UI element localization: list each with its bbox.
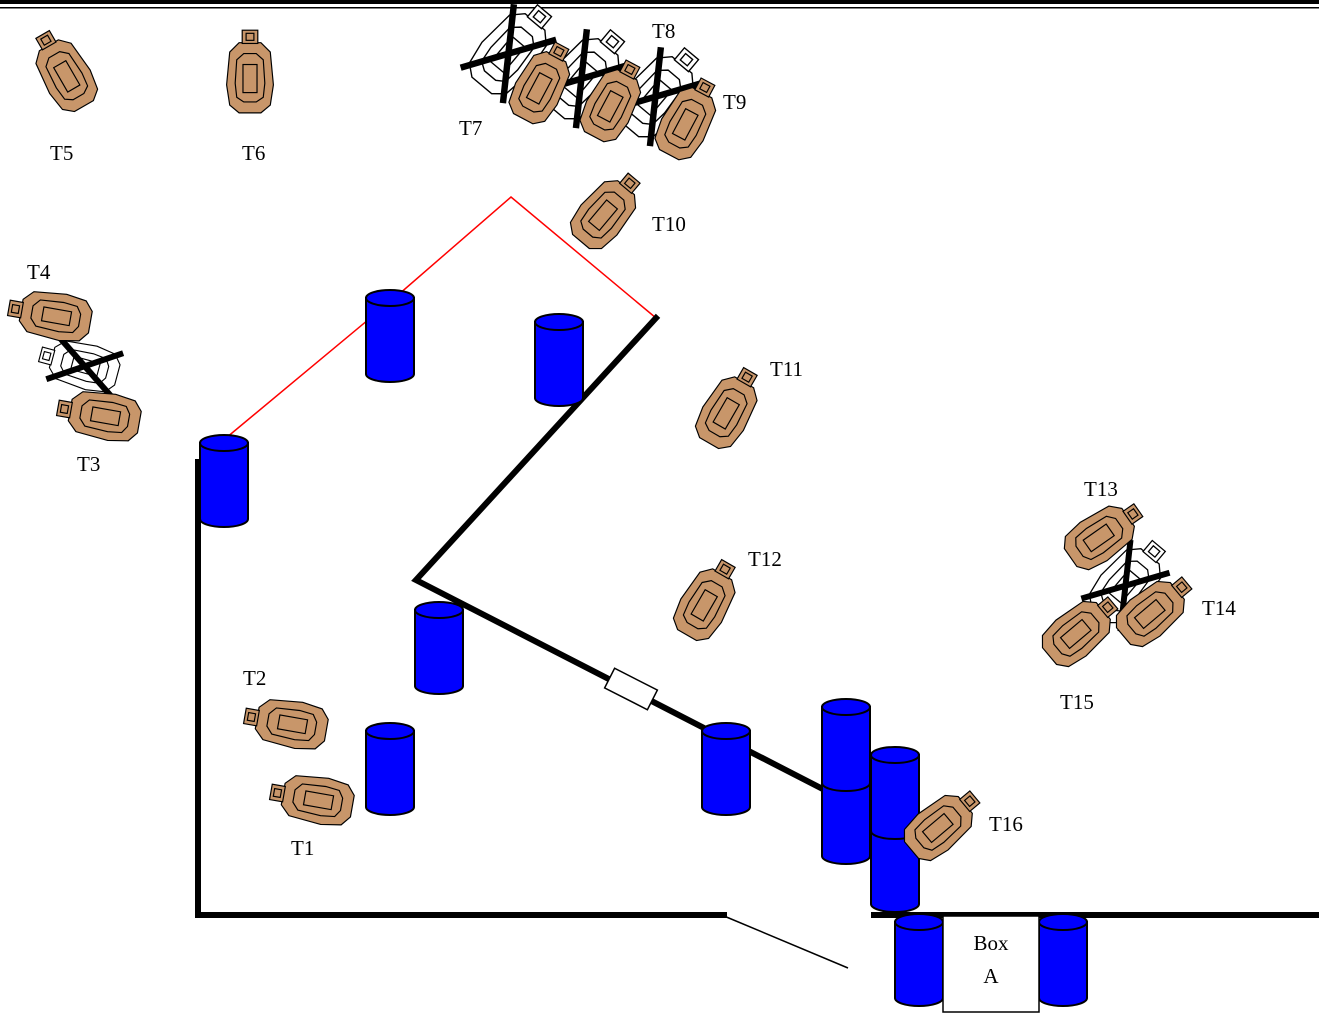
barrel bbox=[414, 601, 464, 695]
target-t11 bbox=[688, 359, 772, 456]
label-t6: T6 bbox=[242, 141, 265, 165]
label-t13: T13 bbox=[1084, 477, 1118, 501]
barrel bbox=[894, 913, 944, 1007]
label-t2: T2 bbox=[243, 666, 266, 690]
wall-diagonal bbox=[411, 313, 853, 807]
barrel bbox=[365, 289, 415, 383]
label-t3: T3 bbox=[77, 452, 100, 476]
target-t10 bbox=[562, 162, 653, 258]
label-t14: T14 bbox=[1202, 596, 1236, 620]
barrel bbox=[821, 698, 871, 792]
label-t8: T8 bbox=[652, 19, 675, 43]
label-t15: T15 bbox=[1060, 690, 1094, 714]
barrel bbox=[199, 434, 249, 528]
label-t9: T9 bbox=[723, 90, 746, 114]
top-border bbox=[0, 0, 1319, 4]
target-t1 bbox=[266, 768, 357, 830]
noshoot-target bbox=[459, 0, 567, 104]
label-t4: T4 bbox=[27, 260, 51, 284]
no-shoot-targets bbox=[34, 0, 1179, 632]
label-t11: T11 bbox=[770, 357, 803, 381]
barrels bbox=[199, 289, 1088, 1007]
barrel bbox=[701, 722, 751, 816]
barrel bbox=[1038, 913, 1088, 1007]
label-t5: T5 bbox=[50, 141, 73, 165]
label-t16: T16 bbox=[989, 812, 1023, 836]
target-t5 bbox=[21, 22, 105, 119]
target-t12 bbox=[666, 551, 750, 648]
fault-line bbox=[225, 196, 657, 439]
barrel bbox=[365, 722, 415, 816]
target-t2 bbox=[240, 692, 331, 754]
target-t4 bbox=[4, 284, 95, 346]
noshoot-target bbox=[34, 332, 125, 399]
top-border-inner bbox=[0, 7, 1319, 9]
label-t1: T1 bbox=[291, 836, 314, 860]
shoot-targets bbox=[4, 22, 1203, 869]
barrel bbox=[534, 313, 584, 407]
door-line bbox=[723, 915, 849, 969]
label-t7: T7 bbox=[459, 116, 482, 140]
target-t3 bbox=[53, 384, 144, 446]
target-labels: T5 T6 T7 T8 T9 T10 T4 T3 T11 T12 T2 T1 T… bbox=[27, 19, 1236, 860]
target-t6 bbox=[226, 29, 274, 114]
box-label-line1: Box bbox=[973, 931, 1009, 955]
label-t12: T12 bbox=[748, 547, 782, 571]
box-label-line2: A bbox=[983, 964, 999, 988]
wall-port bbox=[603, 667, 659, 711]
label-t10: T10 bbox=[652, 212, 686, 236]
wall-left-bottom bbox=[195, 459, 727, 918]
box-a bbox=[942, 915, 1040, 1013]
